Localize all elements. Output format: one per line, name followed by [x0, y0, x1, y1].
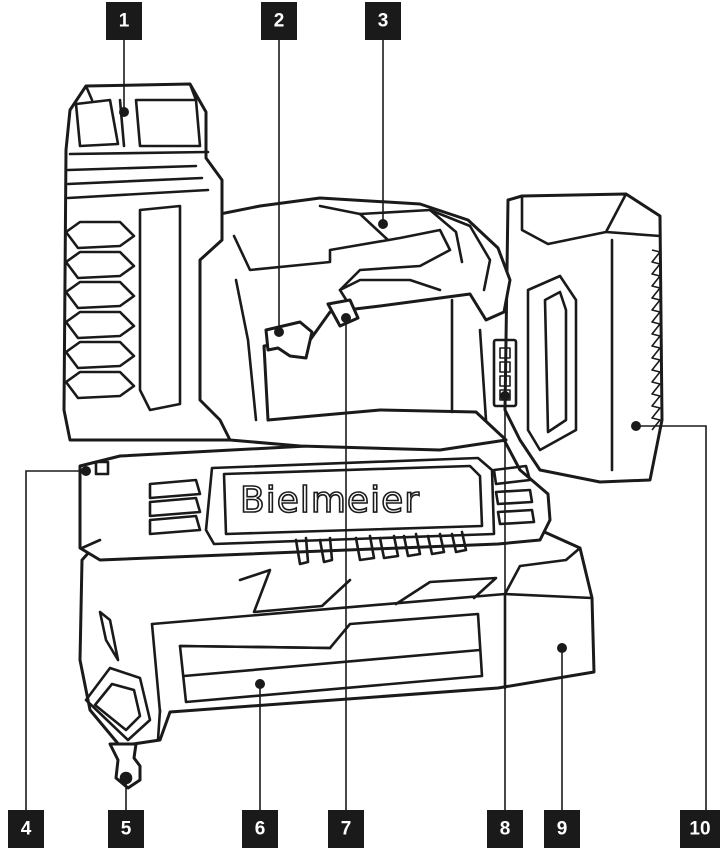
callout-9: 9: [544, 810, 580, 848]
leader-10: [636, 425, 707, 819]
leader-dot-1: [119, 107, 129, 117]
svg-text:9: 9: [557, 819, 568, 840]
leader-dot-7: [341, 313, 351, 323]
brand-logo: Bielmeier: [240, 480, 420, 521]
callout-3: 3: [365, 2, 401, 40]
leader-dot-10: [631, 421, 641, 431]
leader-dot-5: [121, 773, 131, 783]
callout-badges: 1 2 3 4 5 6 7 8: [8, 2, 720, 848]
leader-dot-9: [557, 643, 567, 653]
callout-5: 5: [108, 810, 144, 848]
battery-pack: [503, 192, 664, 484]
svg-text:6: 6: [255, 819, 266, 840]
leader-dot-4: [81, 466, 91, 476]
svg-text:4: 4: [21, 819, 32, 840]
svg-text:10: 10: [689, 819, 710, 840]
svg-text:8: 8: [500, 819, 511, 840]
svg-text:2: 2: [274, 11, 285, 32]
svg-text:7: 7: [341, 819, 352, 840]
callout-2: 2: [261, 2, 297, 40]
callout-6: 6: [242, 810, 278, 848]
leader-dot-2: [274, 327, 284, 337]
motor-head: [62, 82, 232, 442]
tool-body: [78, 434, 552, 566]
leader-dot-8: [500, 391, 510, 401]
callout-10: 10: [680, 810, 720, 848]
leader-dot-3: [378, 219, 388, 229]
leader-dot-6: [255, 679, 265, 689]
svg-text:3: 3: [378, 11, 389, 32]
svg-text:5: 5: [121, 819, 132, 840]
callout-4: 4: [8, 810, 44, 848]
svg-text:1: 1: [119, 11, 130, 32]
callout-1: 1: [106, 2, 142, 40]
handle: [188, 196, 518, 452]
tool-illustration: Bielmeier: [62, 82, 664, 790]
magazine: [78, 528, 596, 748]
leader-4: [25, 470, 86, 819]
callout-8: 8: [487, 810, 523, 848]
callout-7: 7: [328, 810, 364, 848]
